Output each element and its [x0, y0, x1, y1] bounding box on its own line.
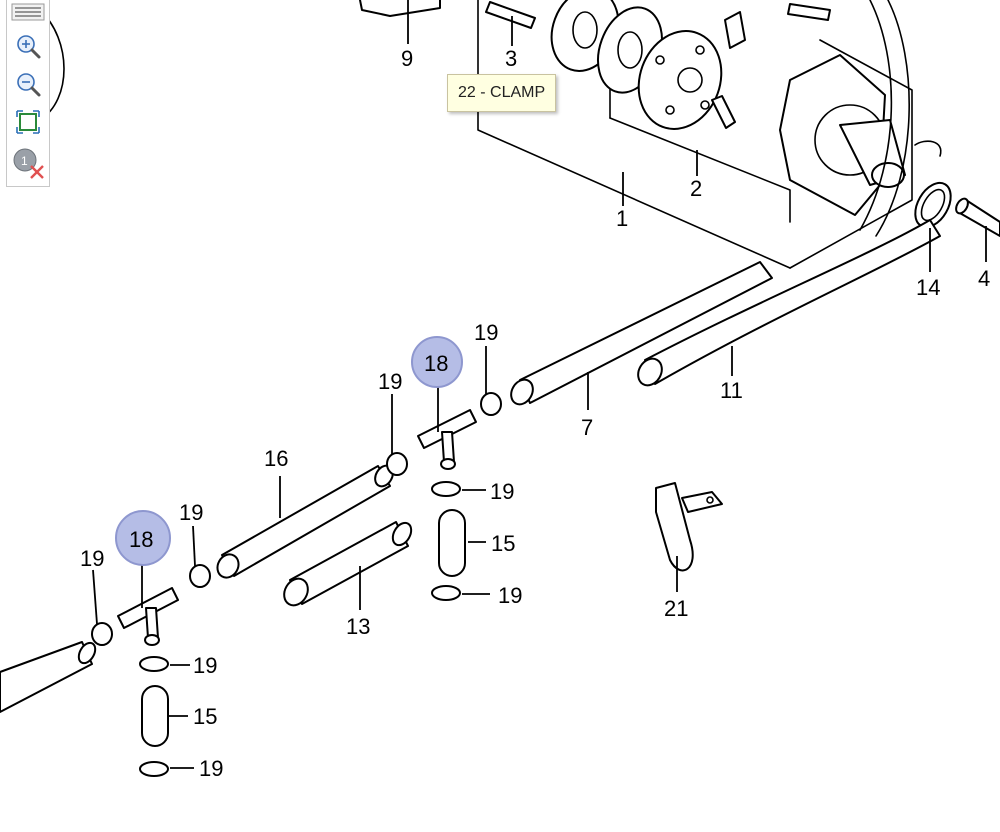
viewer-toolbar: 1 — [6, 0, 50, 187]
callout-19a[interactable]: 19 — [474, 320, 498, 345]
callout-1[interactable]: 1 — [616, 206, 628, 231]
pump-assembly[interactable] — [477, 0, 913, 269]
part-hose-left[interactable] — [0, 640, 99, 713]
part-14-o-ring[interactable] — [908, 177, 958, 234]
leader-lines — [92, 0, 987, 769]
part-9-bracket[interactable] — [359, 0, 441, 17]
callout-16[interactable]: 16 — [264, 446, 288, 471]
callout-4[interactable]: 4 — [978, 266, 990, 291]
zoom-out-icon[interactable] — [11, 68, 45, 102]
part-7-hose[interactable] — [507, 261, 773, 408]
callout-15b[interactable]: 15 — [193, 704, 217, 729]
callout-19c[interactable]: 19 — [490, 479, 514, 504]
callout-21[interactable]: 21 — [664, 596, 688, 621]
part-tooltip: 22 - CLAMP — [447, 74, 557, 112]
callout-19h[interactable]: 19 — [199, 756, 223, 781]
highlight-circle-18-lower[interactable] — [115, 510, 171, 566]
callout-labels: 9 3 2 1 14 4 7 11 16 13 21 19 19 19 15 1… — [80, 46, 990, 781]
part-18-t-joint-upper[interactable] — [417, 409, 477, 470]
part-4-pipe[interactable] — [954, 197, 1000, 237]
callout-3[interactable]: 3 — [505, 46, 517, 71]
highlight-circle-18-upper[interactable] — [411, 336, 463, 388]
callout-19g[interactable]: 19 — [193, 653, 217, 678]
callout-19e[interactable]: 19 — [179, 500, 203, 525]
menu-lines-icon[interactable] — [11, 2, 45, 36]
callout-11[interactable]: 11 — [720, 378, 743, 403]
callout-19f[interactable]: 19 — [80, 546, 104, 571]
callout-18-lower[interactable]: 18 — [129, 527, 153, 552]
zoom-in-icon[interactable] — [11, 30, 45, 64]
clear-selection-icon[interactable]: 1 — [11, 146, 45, 180]
callout-19d[interactable]: 19 — [498, 583, 522, 608]
callout-19b[interactable]: 19 — [378, 369, 402, 394]
fit-to-screen-icon[interactable] — [11, 106, 45, 140]
part-19-clamps[interactable] — [91, 392, 502, 777]
callout-7[interactable]: 7 — [581, 415, 593, 440]
part-13-hose[interactable] — [279, 520, 414, 610]
part-21-bracket[interactable] — [655, 482, 723, 572]
part-18-t-joint-lower[interactable] — [117, 587, 179, 646]
part-16-hose[interactable] — [213, 462, 396, 581]
callout-13[interactable]: 13 — [346, 614, 370, 639]
callout-9[interactable]: 9 — [401, 46, 413, 71]
svg-text:1: 1 — [21, 154, 28, 168]
part-15-hose-upper[interactable] — [438, 509, 466, 577]
callout-2[interactable]: 2 — [690, 176, 702, 201]
callout-15a[interactable]: 15 — [491, 531, 515, 556]
callout-14[interactable]: 14 — [916, 275, 940, 300]
part-11-hose[interactable] — [633, 219, 941, 390]
part-14-clip[interactable] — [914, 140, 942, 157]
part-15-hose-lower[interactable] — [141, 685, 169, 747]
callout-18-upper[interactable]: 18 — [424, 351, 448, 376]
